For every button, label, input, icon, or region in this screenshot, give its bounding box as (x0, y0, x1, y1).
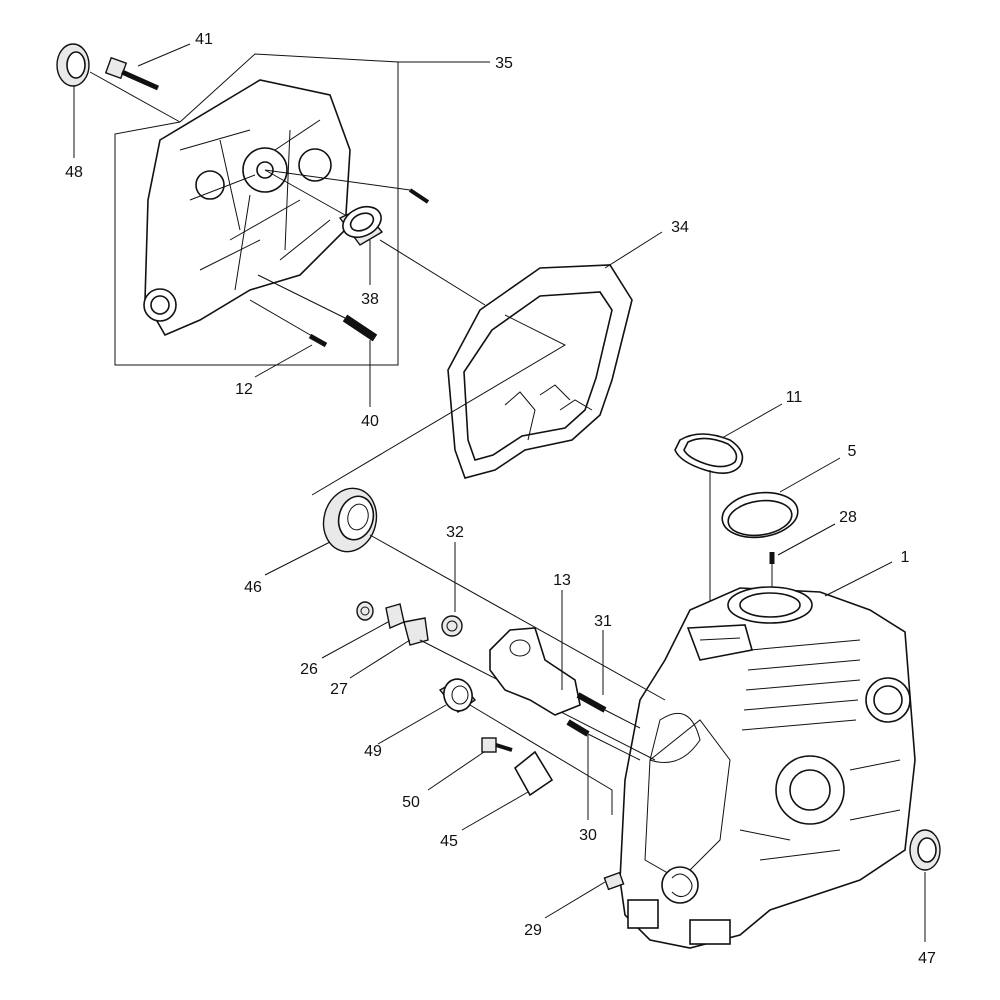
leader-lines (73, 43, 926, 942)
label-34: 34 (671, 219, 689, 236)
label-27: 27 (330, 681, 348, 698)
oil-seal-47 (909, 829, 941, 871)
label-28: 28 (839, 509, 857, 526)
label-48: 48 (65, 164, 83, 181)
nut-26 (356, 601, 374, 621)
label-35: 35 (495, 55, 513, 72)
cover-assembly-bracket (114, 53, 490, 366)
plate-13 (489, 627, 581, 716)
label-50: 50 (402, 794, 420, 811)
oil-seal-48 (56, 43, 90, 87)
plug-29 (603, 871, 625, 891)
cylinder-gasket-11 (674, 433, 744, 605)
label-29: 29 (524, 922, 542, 939)
label-40: 40 (361, 413, 379, 430)
nut-32 (441, 615, 463, 637)
label-11: 11 (786, 389, 803, 406)
label-31: 31 (594, 613, 612, 630)
label-1: 1 (901, 549, 910, 566)
label-5: 5 (848, 443, 857, 460)
oil-seal-46 (322, 487, 666, 701)
label-49: 49 (364, 743, 382, 760)
crankcase-cover-35 (143, 79, 430, 337)
label-38: 38 (361, 291, 379, 308)
stud-30 (566, 719, 641, 761)
label-45: 45 (440, 833, 458, 850)
label-30: 30 (579, 827, 597, 844)
stud-31 (576, 692, 641, 729)
ring-5 (721, 491, 799, 539)
dowel-pin-12 (249, 299, 328, 348)
label-32: 32 (446, 524, 464, 541)
label-12: 12 (235, 381, 253, 398)
label-26: 26 (300, 661, 318, 678)
gasket-34 (311, 239, 633, 496)
label-46: 46 (244, 579, 262, 596)
bolt-50 (481, 737, 513, 753)
label-13: 13 (553, 572, 571, 589)
label-41: 41 (195, 31, 213, 48)
shaft-40 (257, 274, 378, 342)
cam-piece-26 (385, 603, 405, 629)
bearing-49 (438, 678, 613, 815)
bolt-41 (89, 56, 181, 123)
label-47: 47 (918, 950, 936, 967)
part-labels: 41 35 48 34 38 12 40 11 5 28 1 46 32 13 … (65, 31, 936, 967)
crankcase-1 (619, 586, 916, 949)
plate-45 (513, 750, 554, 797)
bushing-38 (264, 169, 384, 246)
